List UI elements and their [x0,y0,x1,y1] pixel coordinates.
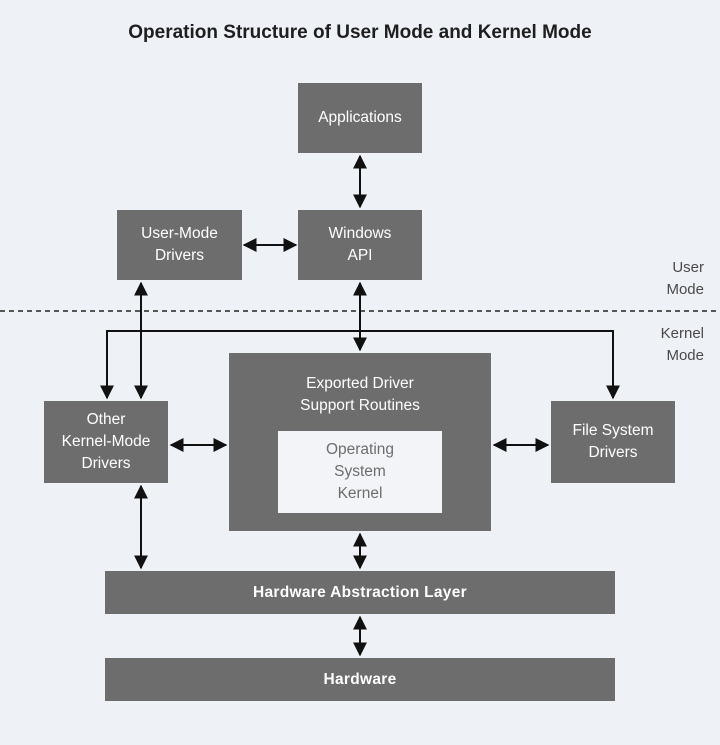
user-mode-drivers-label: User-Mode Drivers [141,225,218,264]
other-kernel-mode-drivers-label: Other Kernel-Mode Drivers [61,411,151,472]
other-kernel-mode-drivers-box: Other Kernel-Mode Drivers [44,401,168,483]
hardware-label: Hardware [323,670,397,688]
connector-to-file-system-drivers [360,330,620,400]
operating-system-kernel-box: Operating System Kernel [278,431,442,513]
kernel-mode-label: Kernel Mode [660,325,704,364]
applications-label: Applications [318,109,402,126]
file-system-drivers-label: File System Drivers [572,422,654,461]
file-system-drivers-box: File System Drivers [551,401,675,483]
user-mode-label: User Mode [666,259,704,298]
windows-api-label: Windows API [328,225,392,264]
user-mode-drivers-box: User-Mode Drivers [117,210,242,280]
hardware-box: Hardware [105,658,615,701]
connector-to-other-drivers [100,330,360,400]
exported-driver-support-label: Exported Driver Support Routines [300,375,420,414]
applications-box: Applications [298,83,422,153]
hardware-abstraction-layer-box: Hardware Abstraction Layer [105,571,615,614]
hardware-abstraction-layer-label: Hardware Abstraction Layer [253,583,467,601]
diagram-title: Operation Structure of User Mode and Ker… [128,22,592,43]
windows-api-box: Windows API [298,210,422,280]
operating-system-kernel-label: Operating System Kernel [325,441,395,502]
